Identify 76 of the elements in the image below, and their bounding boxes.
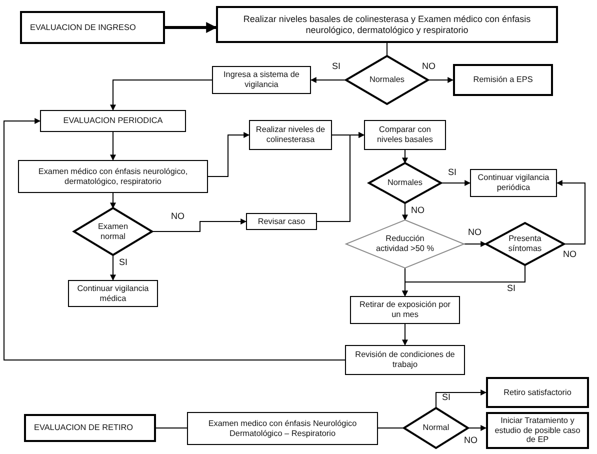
process-box [364,120,446,150]
arrow [402,268,408,297]
process-box [486,377,589,408]
process-box [216,6,558,43]
node-text: Realizar niveles basales de colinesterasa y Examen médico con énfasis neurológico, dermatológico y respiratorio [242,14,532,36]
arrow [4,118,346,360]
arrow [110,254,116,281]
edge-label: NO [410,206,426,215]
node-text: Reducción actividad >50 % [374,234,436,254]
node-text: Iniciar Tratamiento y estudio de posible caso de EP [494,416,582,446]
edge-label: SI [447,168,458,177]
arrow [208,132,250,177]
arrow [440,180,471,186]
node-text: Examen normal [96,222,130,242]
process-box [187,412,378,445]
node-text: Retiro satisfactorio [504,388,572,398]
process-box [345,345,465,375]
process-box [68,280,158,307]
process-box [453,64,553,96]
arrow [310,77,346,83]
arrow [402,324,408,346]
process-box [486,412,589,449]
arrow [468,425,487,431]
node-text: Examen médico con énfasis neurológico, dermatológico, respiratorio [37,166,189,186]
arrow [556,180,586,244]
arrow [152,218,247,232]
arrow [402,202,408,221]
node-text: Realizar niveles de colinesterasa [254,125,326,145]
edge-label: SI [331,62,342,71]
process-box [212,66,311,94]
node-text: Continuar vigilancia periódica [476,173,550,193]
arrow [110,192,116,209]
arrow [165,22,218,33]
process-box [470,169,557,197]
node-text: Normales [369,75,405,85]
node-text: Retirar de exposición por un mes [358,300,452,320]
process-box [18,160,208,193]
node-text: Ingresa a sistema de vigilancia [222,70,300,90]
edge-label: SI [441,393,452,402]
node-text: EVALUACION DE RETIRO [34,423,134,433]
node-text: Continuar vigilancia médica [76,284,150,304]
process-box [246,213,317,230]
arrow [316,132,365,222]
node-text: Revisión de condiciones de trabajo [354,350,456,370]
node-text: Examen medico con énfasis Neurológico Dermatológico – Respiratorio [207,418,358,438]
node-text: EVALUACION PERIODICA [63,116,163,126]
arrow [110,80,212,111]
decision-diamond [486,223,564,265]
decision-diamond [74,208,152,255]
node-text: Normales [387,178,423,188]
node-text: Presenta síntomas [507,234,543,254]
edge-label: NO [463,436,478,445]
edge-label: SI [506,284,517,293]
edge-label: NO [467,228,482,237]
process-box [20,11,165,44]
edge-label: SI [118,258,129,267]
arrow [428,77,454,83]
process-box [350,296,460,324]
decision-diamond [346,220,464,268]
node-text: Comparar con niveles basales [376,125,434,145]
process-box [40,110,186,132]
node-text: EVALUACION DE INGRESO [30,22,136,32]
decision-diamond [369,163,441,203]
arrow [402,150,408,164]
process-box [249,120,332,150]
node-text: Normal [422,423,450,433]
edge-label: NO [170,212,186,221]
node-text: Revisar caso [258,216,306,226]
edge-label: NO [421,62,436,71]
arrow [110,132,116,161]
connector-line [386,42,388,56]
arrow [464,241,487,247]
edge-label: NO [562,250,578,259]
arrow [436,390,487,408]
process-box [24,414,156,442]
node-text: Remisión a EPS [473,75,533,85]
